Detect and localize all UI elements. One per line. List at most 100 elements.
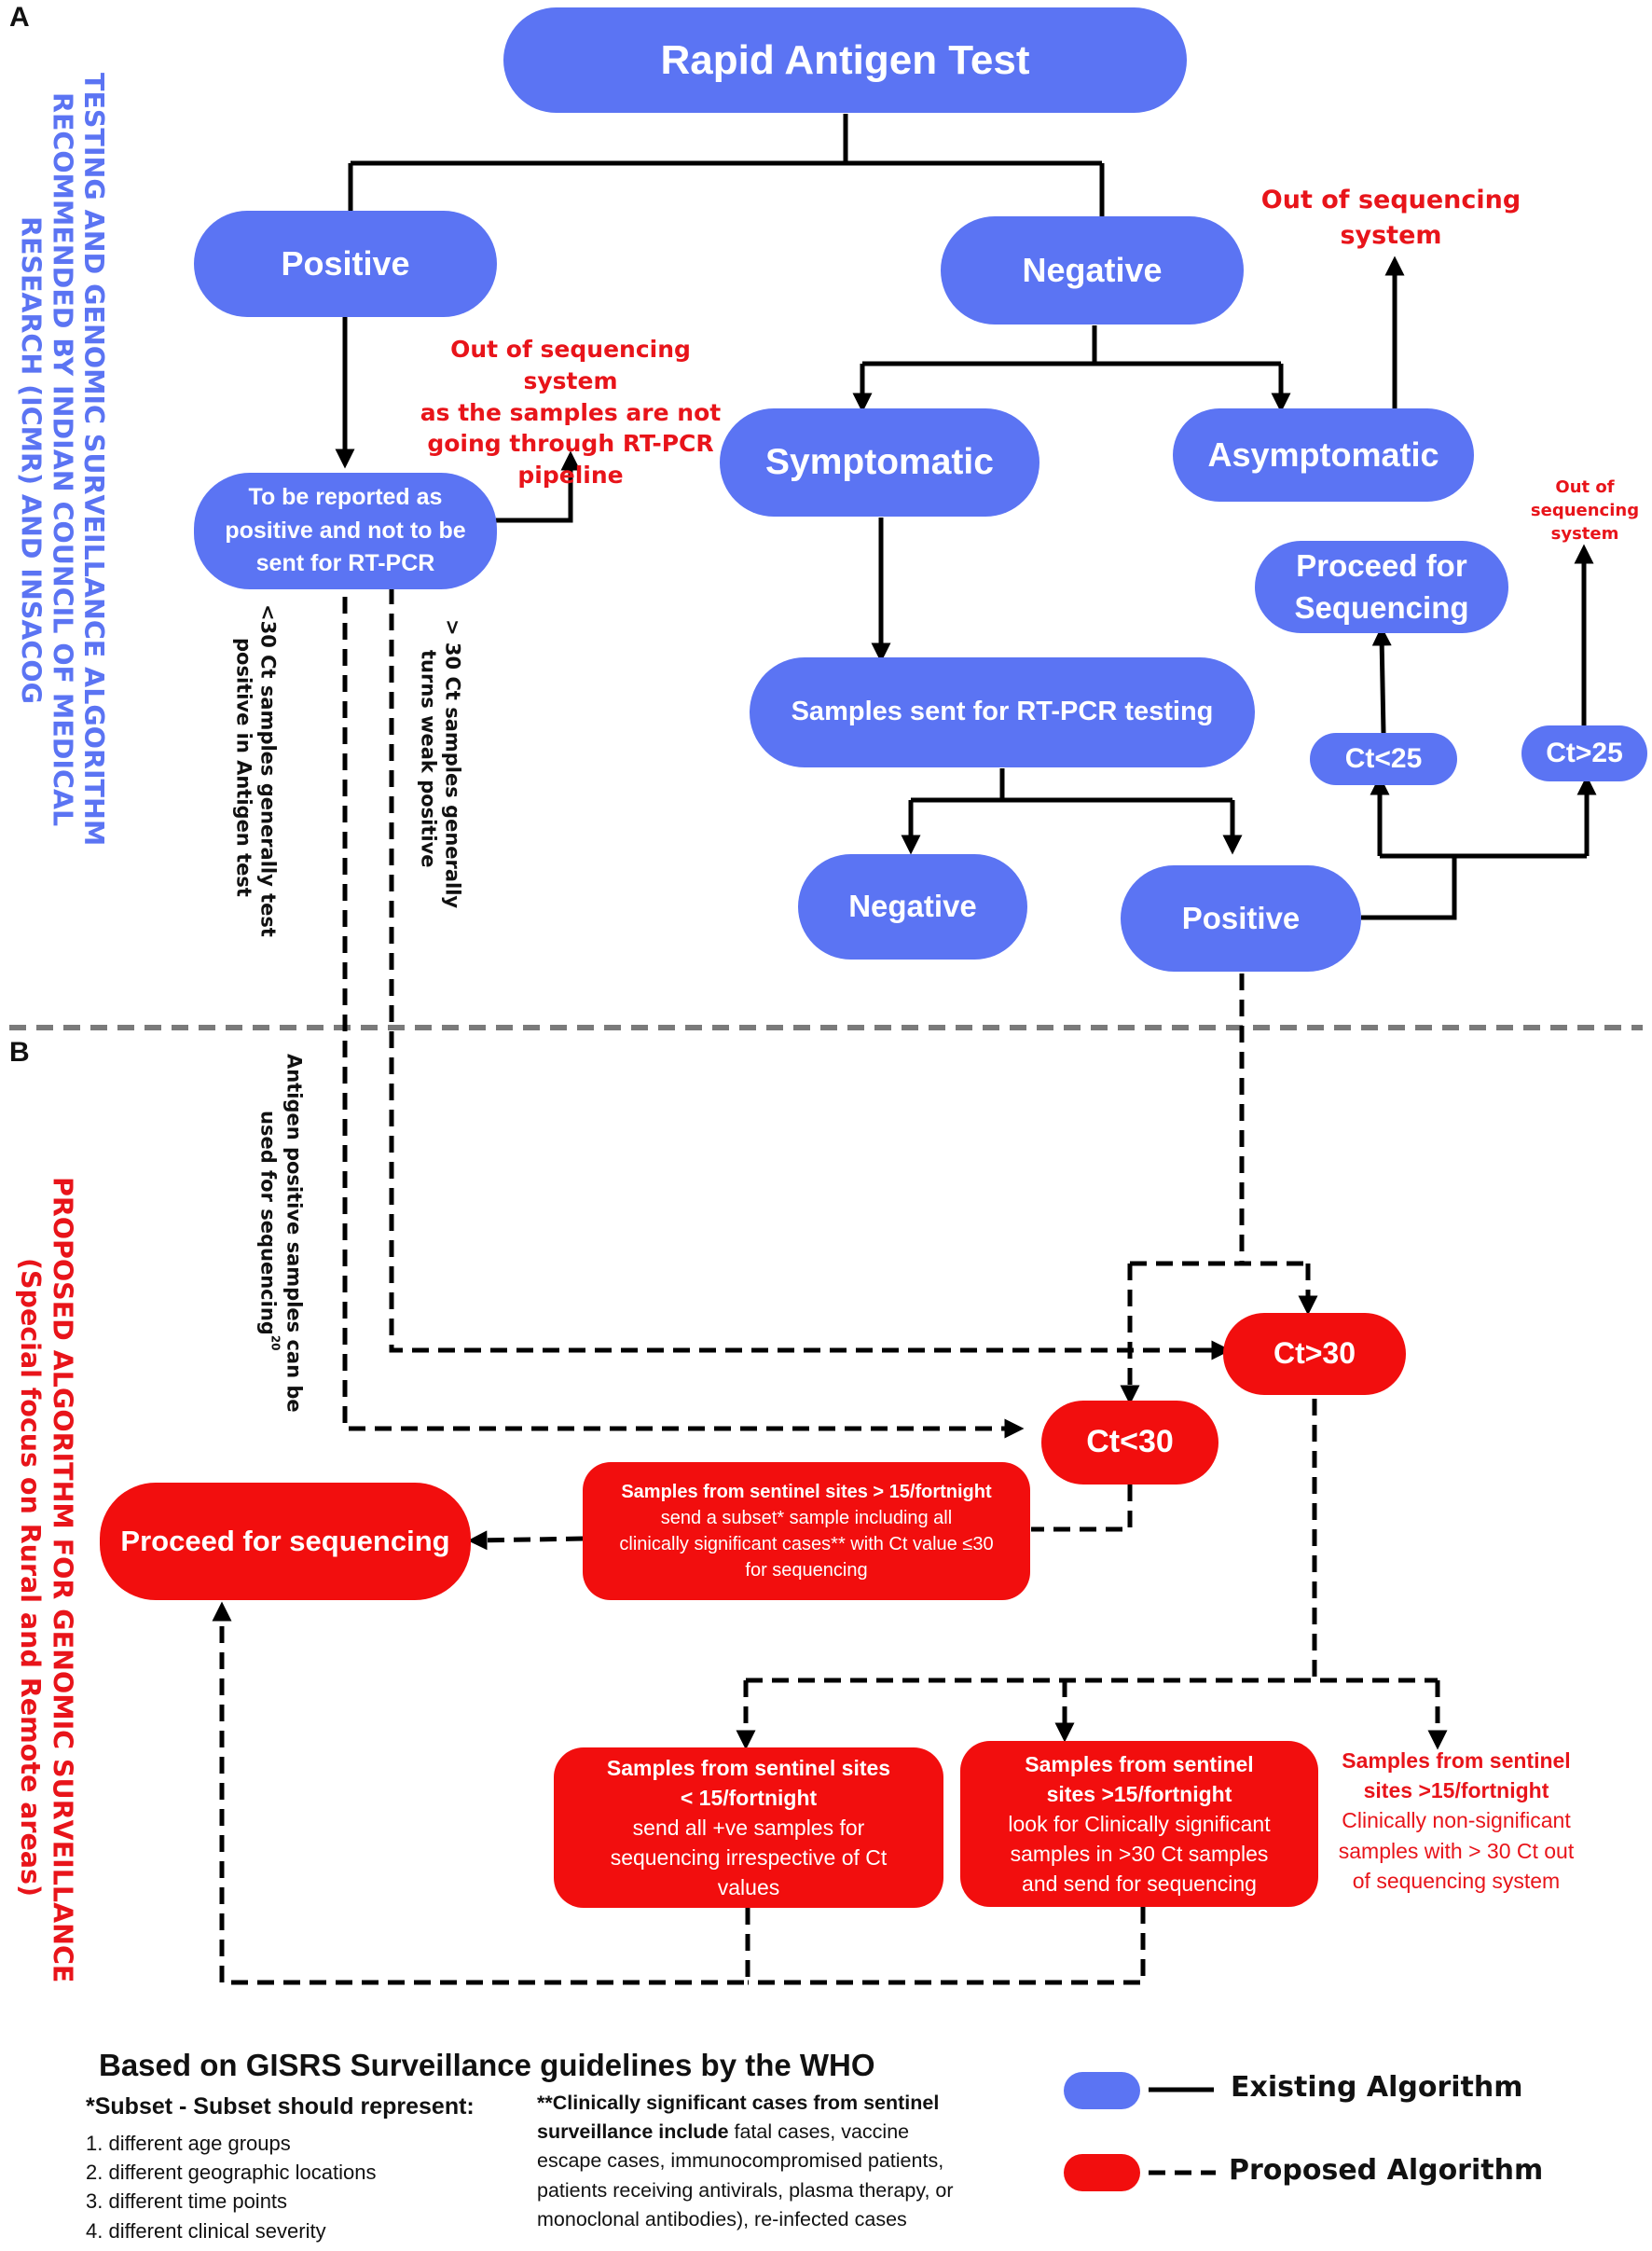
existing-title-line: RECOMMENDED BY INDIAN COUNCIL OF MEDICAL	[47, 92, 78, 827]
existing-connectors	[335, 114, 1597, 920]
connector-lt30-path	[342, 597, 1025, 1439]
antigen-positive-note: Antigen positive samples can be used for…	[255, 1054, 307, 1413]
note-line: sequencing	[1530, 501, 1640, 521]
note-line: system	[1550, 524, 1619, 545]
node-line: sequencing irrespective of Ct	[610, 1845, 888, 1871]
note-line: Antigen positive samples can be	[282, 1054, 306, 1413]
proposed-algorithm-title: PROPOSED ALGORITHM FOR GENOMIC SURVEILLA…	[13, 1177, 78, 1983]
note-line: Out of sequencing	[1260, 186, 1521, 214]
note-line: pipeline	[517, 462, 624, 489]
existing-title-line: RESEARCH (ICMR) AND INSACOG	[15, 215, 47, 704]
connector-reported-outseq	[496, 450, 581, 523]
clinical-definition: **Clinically significant cases from sent…	[537, 2089, 975, 2234]
positive-node: Positive	[194, 211, 497, 317]
subset-heading: *Subset - Subset should represent:	[86, 2093, 475, 2120]
samples-rtpcr-node: Samples sent for RT-PCR testing	[750, 657, 1255, 767]
lt30-ct-note: <30 Ct samples generally test positive i…	[231, 604, 281, 937]
proposed-connectors	[212, 587, 1448, 1985]
clinical-text: fatal cases, vaccine escape cases, immun…	[537, 2120, 954, 2230]
node-heading: sites >15/fortnight	[1046, 1781, 1232, 1806]
note-text: used for sequencing	[256, 1111, 280, 1336]
note-line: used for sequencing20	[255, 1054, 282, 1408]
note-line: > 30 Ct samples generally	[441, 619, 464, 909]
legend-proposed-label: Proposed Algorithm	[1229, 2154, 1544, 2187]
node-line: values	[717, 1875, 780, 1900]
sentinel-subset-node: Samples from sentinel sites > 15/fortnig…	[583, 1462, 1030, 1600]
list-item: 4. different clinical severity	[86, 2218, 326, 2243]
note-line: system	[1340, 221, 1442, 251]
legend-proposed-swatch	[1064, 2154, 1140, 2191]
asymptomatic-node: Asymptomatic	[1173, 408, 1474, 502]
ct-less-25-node: Ct<25	[1310, 733, 1457, 785]
existing-title-line: TESTING AND GENOMIC SURVEILLANCE ALGORIT…	[77, 73, 109, 847]
out-of-sequencing-note-rtpcr: Out of sequencing system as the samples …	[412, 334, 729, 491]
out-of-sequencing-note-asymptomatic: Out of sequencing system	[1259, 183, 1523, 255]
symptomatic-node: Symptomatic	[720, 408, 1039, 517]
node-line: sent for RT-PCR	[255, 550, 435, 577]
node-line: positive and not to be	[225, 517, 466, 544]
negative-node: Negative	[941, 216, 1244, 325]
proceed-for-sequencing-bottom-node: Proceed for sequencing	[100, 1483, 471, 1600]
gt30-ct-note: > 30 Ct samples generally turns weak pos…	[416, 619, 465, 909]
existing-algorithm-title: TESTING AND GENOMIC SURVEILLANCE ALGORIT…	[15, 26, 109, 893]
reported-positive-node: To be reported as positive and not to be…	[194, 473, 497, 589]
note-line: Out of sequencing system	[450, 336, 691, 394]
node-heading: Samples from sentinel	[1025, 1751, 1254, 1776]
list-item: 3. different time points	[86, 2189, 288, 2214]
note-line: going through RT-PCR	[427, 430, 714, 458]
ct-less-30-node: Ct<30	[1041, 1401, 1218, 1485]
legend-existing-swatch	[1064, 2072, 1140, 2109]
clinical-heading: **Clinically significant cases from sent…	[537, 2092, 940, 2144]
node-heading: < 15/fortnight	[680, 1785, 818, 1810]
proposed-title-line: PROPOSED ALGORITHM FOR GENOMIC SURVEILLA…	[47, 1177, 78, 1983]
node-line: of sequencing system	[1352, 1868, 1561, 1893]
rtpcr-negative-node: Negative	[798, 854, 1027, 960]
node-line: samples in >30 Ct samples	[1010, 1842, 1269, 1867]
out-of-sequencing-note-ct25: Out of sequencing system	[1520, 476, 1650, 546]
connector-ctlt30-subset	[1031, 1485, 1133, 1532]
node-line: Proceed for	[1296, 547, 1467, 583]
ct-greater-30-node: Ct>30	[1223, 1313, 1406, 1395]
node-line: send all +ve samples for	[632, 1815, 865, 1840]
node-line: for sequencing	[745, 1560, 868, 1581]
ct-greater-25-node: Ct>25	[1521, 725, 1647, 781]
note-line: as the samples are not	[420, 398, 722, 426]
rtpcr-positive-node: Positive	[1121, 865, 1361, 972]
legend-existing-label: Existing Algorithm	[1231, 2071, 1523, 2104]
note-line: turns weak positive	[417, 650, 440, 868]
connector-lt15-return	[212, 1601, 750, 1985]
node-heading: sites >15/fortnight	[1363, 1778, 1549, 1803]
node-heading: Samples from sentinel sites > 15/fortnig…	[621, 1482, 992, 1502]
sentinel-clinical-node: Samples from sentinel sites >15/fortnigh…	[960, 1741, 1318, 1907]
node-line: To be reported as	[248, 484, 443, 511]
node-heading: Samples from sentinel sites	[606, 1755, 891, 1780]
connector-ct25-seq	[1371, 626, 1392, 734]
node-line: and send for sequencing	[1022, 1871, 1257, 1897]
proceed-for-sequencing-top-node: Proceed for Sequencing	[1255, 541, 1508, 633]
list-item: 1. different age groups	[86, 2132, 291, 2155]
node-heading: Samples from sentinel	[1342, 1748, 1571, 1773]
proposed-title-line: (Special focus on Rural and Remote areas…	[14, 1258, 46, 1898]
list-item: 2. different geographic locations	[86, 2161, 377, 2185]
connector-pos-ct	[1361, 856, 1457, 920]
sentinel-nonsignificant-note: Samples from sentinel sites >15/fortnigh…	[1316, 1746, 1596, 1896]
connector-clinical-return	[748, 1907, 1146, 1985]
panel-label-b: B	[9, 1037, 30, 1068]
node-line: Sequencing	[1294, 589, 1469, 625]
sentinel-lt15-node: Samples from sentinel sites < 15/fortnig…	[554, 1747, 943, 1908]
rapid-antigen-test-node: Rapid Antigen Test	[503, 7, 1187, 113]
node-line: clinically significant cases** with Ct v…	[619, 1534, 994, 1554]
footer-title: Based on GISRS Surveillance guidelines b…	[99, 2048, 875, 2082]
reference-marker: 20	[268, 1335, 282, 1351]
note-line: Out of	[1555, 477, 1615, 497]
note-line: <30 Ct samples generally test	[256, 604, 280, 937]
subset-list: 1. different age groups 2. different geo…	[86, 2129, 376, 2245]
node-line: send a subset* sample including all	[660, 1508, 953, 1528]
panel-label-a: A	[9, 2, 30, 33]
node-line: Clinically non-significant	[1342, 1808, 1571, 1833]
connector-gt30-path	[389, 587, 1232, 1360]
connector-subset-proceed	[467, 1530, 584, 1551]
note-line: positive in Antigen test	[232, 638, 255, 897]
node-line: samples with > 30 Ct out	[1338, 1838, 1575, 1863]
